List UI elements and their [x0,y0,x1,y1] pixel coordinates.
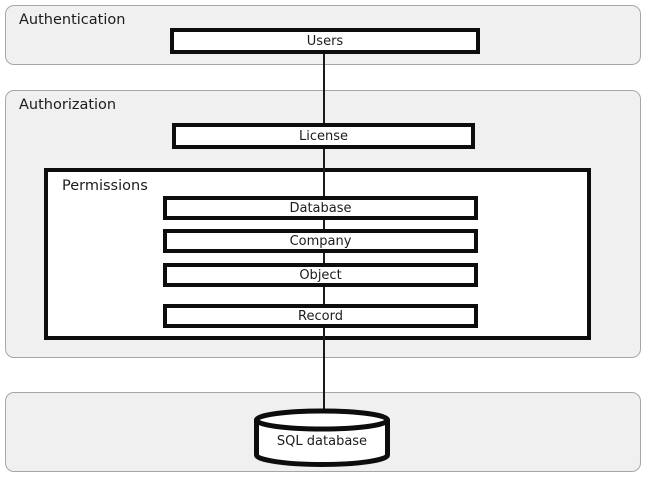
group-authentication-label: Authentication [19,12,126,28]
entity-box-company[interactable]: Company [163,229,478,253]
entity-box-license-label: License [298,128,348,144]
entity-box-users[interactable]: Users [170,28,480,54]
entity-box-object-label: Object [299,267,342,283]
entity-box-record-label: Record [298,308,343,324]
entity-box-company-label: Company [289,233,352,249]
entity-box-object[interactable]: Object [163,263,478,287]
group-authorization-label: Authorization [19,97,117,113]
entity-box-database-label: Database [289,200,352,216]
panel-permissions-label: Permissions [62,178,148,194]
entity-box-license[interactable]: License [172,123,475,149]
entity-box-users-label: Users [306,33,344,49]
database-cylinder-icon [254,408,390,467]
entity-box-record[interactable]: Record [163,304,478,328]
entity-cylinder-sql-database[interactable]: SQL database [253,408,391,467]
entity-box-database[interactable]: Database [163,196,478,220]
